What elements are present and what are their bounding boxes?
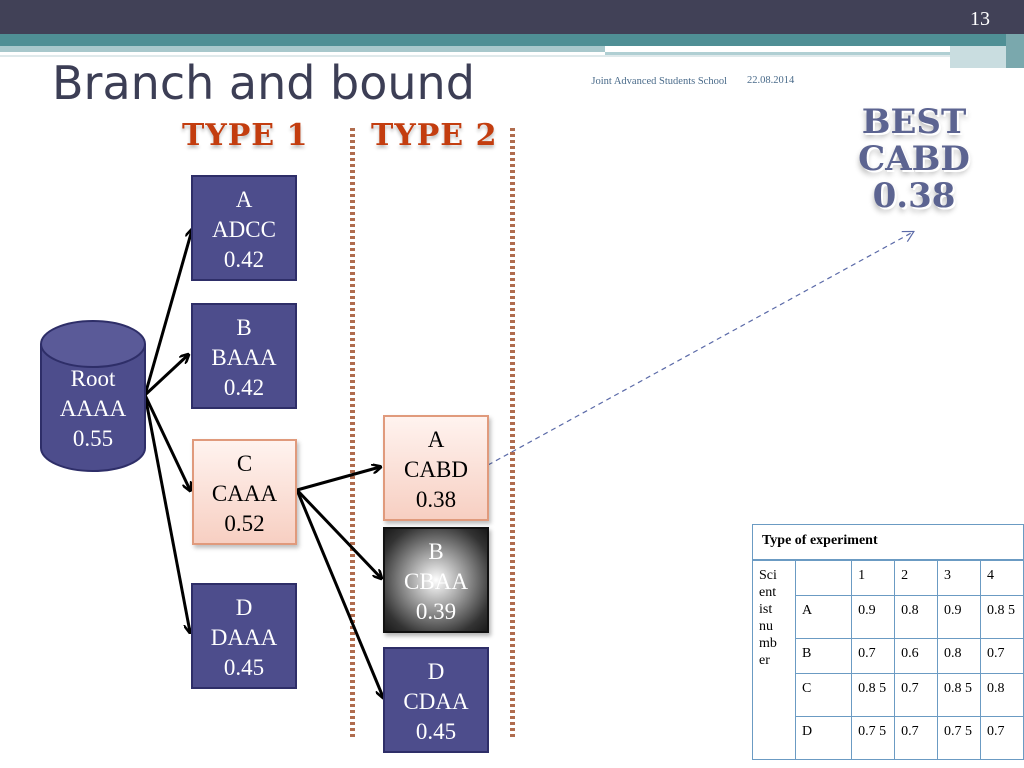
edge-c-b: [295, 488, 381, 578]
node-path: CBAA: [404, 569, 468, 594]
experiment-table: Type of experiment Sci ent ist nu mb er …: [752, 524, 1024, 760]
node-value: 0.42: [223, 375, 265, 400]
node-root-text: Root AAAA 0.55: [40, 364, 146, 454]
node-root-path: AAAA: [59, 396, 127, 421]
column-header: 4: [979, 559, 1024, 596]
table-row: Sci ent ist nu mb er 1 2 3 4: [752, 559, 1024, 760]
top-bar-stripe: [0, 55, 1024, 57]
top-bar-line: [605, 52, 950, 55]
node-value: 0.38: [415, 487, 457, 512]
footer-date: 22.08.2014: [747, 75, 795, 86]
node-root: Root AAAA 0.55: [40, 320, 146, 472]
footer-school: Joint Advanced Students School: [591, 76, 727, 87]
edge-c-a: [296, 467, 380, 492]
node-root-value: 0.55: [72, 426, 114, 451]
best-result: BEST CABD 0.38: [850, 104, 978, 215]
edge-root-c: [143, 394, 190, 490]
row-header: B: [794, 638, 853, 674]
best-label: BEST: [861, 102, 967, 142]
node-label: D: [235, 595, 253, 620]
edge-c-d: [295, 489, 383, 697]
node-d-daaa: D DAAA 0.45: [191, 583, 297, 689]
table-row: D 0.7 5 0.7 0.7 5 0.7: [753, 716, 1024, 760]
best-value: 0.38: [872, 176, 956, 216]
top-bar-teal: [0, 34, 1024, 46]
node-value: 0.42: [223, 247, 265, 272]
row-label: Sci ent ist nu mb er: [759, 568, 777, 668]
node-label: B: [428, 539, 444, 564]
node-root-label: Root: [70, 366, 116, 391]
node-d-cdaa: D CDAA 0.45: [383, 647, 489, 753]
node-a-cabd: A CABD 0.38: [383, 415, 489, 521]
table-header: Type of experiment: [752, 524, 1024, 561]
table-cell: 0.9: [937, 595, 981, 639]
table-cell: 0.7: [979, 638, 1024, 674]
table-cell: 0.8: [937, 638, 981, 674]
divider-right: [510, 128, 515, 738]
type-1-header: TYPE 1: [182, 118, 309, 153]
table-cell: 0.7: [851, 638, 896, 674]
table-cell: 0.7: [894, 673, 939, 717]
table-header-row: Type of experiment: [752, 524, 1024, 561]
table-cell: 0.8 5: [851, 673, 896, 717]
node-b-baaa: B BAAA 0.42: [191, 303, 297, 409]
node-value: 0.45: [415, 719, 457, 744]
table-cell: 0.7: [979, 716, 1024, 760]
column-header: 2: [894, 559, 939, 596]
table-cell: 0.9: [851, 595, 896, 639]
top-right-accent: [1006, 34, 1024, 68]
table-cell: 0.8 5: [979, 595, 1024, 639]
node-label: A: [427, 427, 445, 452]
table-cell: [794, 559, 853, 596]
node-value: 0.52: [224, 511, 265, 536]
column-header: 3: [937, 559, 981, 596]
node-label: D: [427, 659, 445, 684]
table-cell: 0.8: [894, 595, 939, 639]
node-c-caaa: C CAAA 0.52: [192, 439, 297, 545]
table-row: C 0.8 5 0.7 0.8 5 0.8: [753, 673, 1024, 717]
table-row: A 0.9 0.8 0.9 0.8 5: [753, 595, 1024, 639]
node-path: DAAA: [210, 625, 278, 650]
table-cell: 0.7 5: [851, 716, 896, 760]
top-right-accent-light: [950, 46, 1006, 68]
table-cell: 0.8: [979, 673, 1024, 717]
best-path: CABD: [858, 139, 970, 179]
table-cell: 0.6: [894, 638, 939, 674]
node-a-adcc: A ADCC 0.42: [191, 175, 297, 281]
node-value: 0.39: [415, 599, 457, 624]
page-number: 13: [970, 8, 990, 30]
column-header: 1: [851, 559, 896, 596]
row-header: A: [794, 595, 853, 639]
edge-root-b: [143, 355, 188, 397]
table-cell: 0.7: [894, 716, 939, 760]
row-header: D: [794, 716, 853, 760]
node-path: CAAA: [211, 481, 278, 506]
node-path: CDAA: [403, 689, 469, 714]
table-cell: 0.7 5: [937, 716, 981, 760]
divider-left: [350, 128, 355, 738]
top-bar-dark: [0, 0, 1024, 34]
node-path: CABD: [404, 457, 468, 482]
node-label: B: [236, 315, 252, 340]
node-path: BAAA: [211, 345, 277, 370]
node-value: 0.45: [223, 655, 265, 680]
slide-title: Branch and bound: [52, 56, 475, 110]
table-cell: 0.8 5: [937, 673, 981, 717]
node-label: C: [236, 451, 253, 476]
top-bar-light: [0, 46, 605, 52]
edge-best: [487, 232, 913, 466]
cylinder-shape: [40, 320, 146, 472]
node-path: ADCC: [212, 217, 276, 242]
edge-root-a: [143, 230, 192, 396]
node-label: A: [235, 187, 253, 212]
row-header: C: [794, 673, 853, 717]
edge-root-d: [143, 394, 190, 632]
row-label-cell: Sci ent ist nu mb er: [752, 559, 796, 760]
type-2-header: TYPE 2: [371, 118, 498, 153]
node-b-cbaa: B CBAA 0.39: [383, 527, 489, 633]
table-row: B 0.7 0.6 0.8 0.7: [753, 638, 1024, 674]
